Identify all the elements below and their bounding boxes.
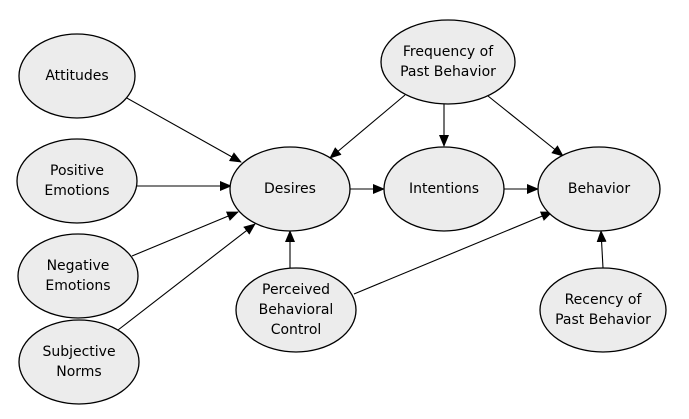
node-intentions: Intentions [383,146,505,232]
node-subjective-norms-ellipse [18,319,140,405]
node-desires-ellipse [229,146,351,232]
arrow-recency-of-past-behavior-to-behavior [596,230,607,269]
edges [117,94,607,331]
node-behavior-ellipse [537,146,661,232]
arrow-frequency-of-past-behavior-to-behavior [487,95,564,157]
node-behavior: Behavior [537,146,661,232]
node-recency-of-past-behavior: Recency of Past Behavior [539,267,667,353]
node-frequency-of-past-behavior-label-line-2: Past Behavior [400,64,496,80]
node-attitudes-label-line-1: Attitudes [45,68,108,84]
nodes: AttitudesPositiveEmotionsNegativeEmotion… [16,19,667,405]
arrow-attitudes-to-desires [124,96,242,163]
node-negative-emotions-label-line-1: Negative [47,258,110,274]
arrow-negative-emotions-to-desires [131,211,239,257]
node-attitudes: Attitudes [18,33,136,119]
node-negative-emotions-label-line-2: Emotions [45,278,110,294]
node-behavior-label-line-1: Behavior [568,181,630,197]
node-recency-of-past-behavior-label-line-2: Past Behavior [555,312,651,328]
node-frequency-of-past-behavior-ellipse [380,19,516,105]
arrow-subjective-norms-to-desires [117,223,256,331]
node-attitudes-ellipse [18,33,136,119]
node-negative-emotions-ellipse [17,233,139,319]
node-subjective-norms-label-line-2: Norms [56,364,101,380]
node-positive-emotions-label-line-2: Emotions [44,183,109,199]
node-intentions-label-line-1: Intentions [409,181,479,197]
node-desires: Desires [229,146,351,232]
node-frequency-of-past-behavior: Frequency of Past Behavior [380,19,516,105]
node-desires-label-line-1: Desires [264,181,316,197]
node-perceived-behavioral-control-ellipse [235,267,357,353]
node-perceived-behavioral-control-label-line-2: Behavioral [259,302,334,318]
node-positive-emotions-label-line-1: Positive [50,163,104,179]
node-subjective-norms-label-line-1: Subjective [42,344,115,360]
arrow-frequency-of-past-behavior-to-desires [329,94,406,159]
arrow-perceived-behavioral-control-to-behavior [353,211,553,295]
node-frequency-of-past-behavior-label-line-1: Frequency of [403,44,494,60]
node-recency-of-past-behavior-ellipse [539,267,667,353]
node-positive-emotions-ellipse [16,138,138,224]
node-intentions-ellipse [383,146,505,232]
node-recency-of-past-behavior-label-line-1: Recency of [565,292,643,308]
node-perceived-behavioral-control-label-line-1: Perceived [262,282,330,298]
node-perceived-behavioral-control-label-line-3: Control [271,322,322,338]
